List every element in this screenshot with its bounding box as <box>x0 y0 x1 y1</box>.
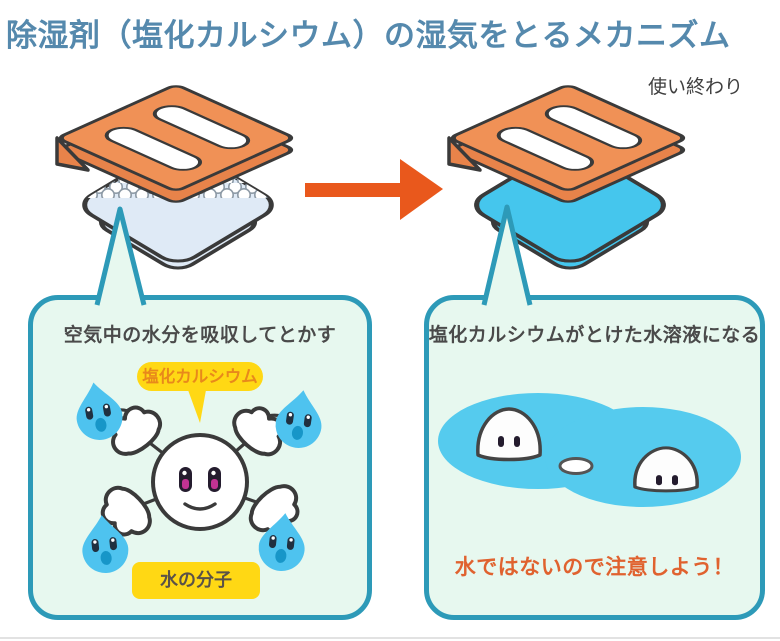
status-label: 使い終わり <box>648 76 744 98</box>
lid-flap <box>447 136 482 172</box>
lid-flap <box>55 136 90 172</box>
warning-text: 水ではないので注意しよう！ <box>454 555 735 579</box>
dissolving-pellet <box>633 446 699 493</box>
dehumidifier-used-illustration <box>447 85 686 270</box>
arrow-right-icon <box>305 159 443 220</box>
dehumidifier-fresh-illustration <box>55 85 294 270</box>
solution-puddle <box>438 393 741 507</box>
right-callout-pointer <box>481 204 533 306</box>
bottom-border <box>0 637 780 639</box>
left-callout-pointer <box>94 206 147 306</box>
right-callout-header: 塩化カルシウムがとけた水溶液になる <box>428 324 761 346</box>
lid-vent-slot <box>544 105 643 150</box>
lid-vent-slot <box>104 126 203 171</box>
lid-vent-slot <box>152 105 251 150</box>
page-title: 除湿剤（塩化カルシウム）の湿気をとるメカニズム <box>6 18 731 54</box>
calcium-chloride-character <box>151 433 249 531</box>
chemical-label-badge: 塩化カルシウム <box>137 362 263 391</box>
molecule-diagram <box>70 378 327 576</box>
dissolving-blob <box>558 457 594 475</box>
chemical-label-pointer <box>188 390 206 423</box>
left-callout-header: 空気中の水分を吸収してとかす <box>63 324 337 346</box>
molecule-label-ribbon: 水の分子 <box>132 562 260 599</box>
lid-top <box>58 85 294 191</box>
lid-vent-slot <box>496 126 595 171</box>
lid-top <box>450 85 686 191</box>
dissolving-pellet <box>476 407 542 462</box>
